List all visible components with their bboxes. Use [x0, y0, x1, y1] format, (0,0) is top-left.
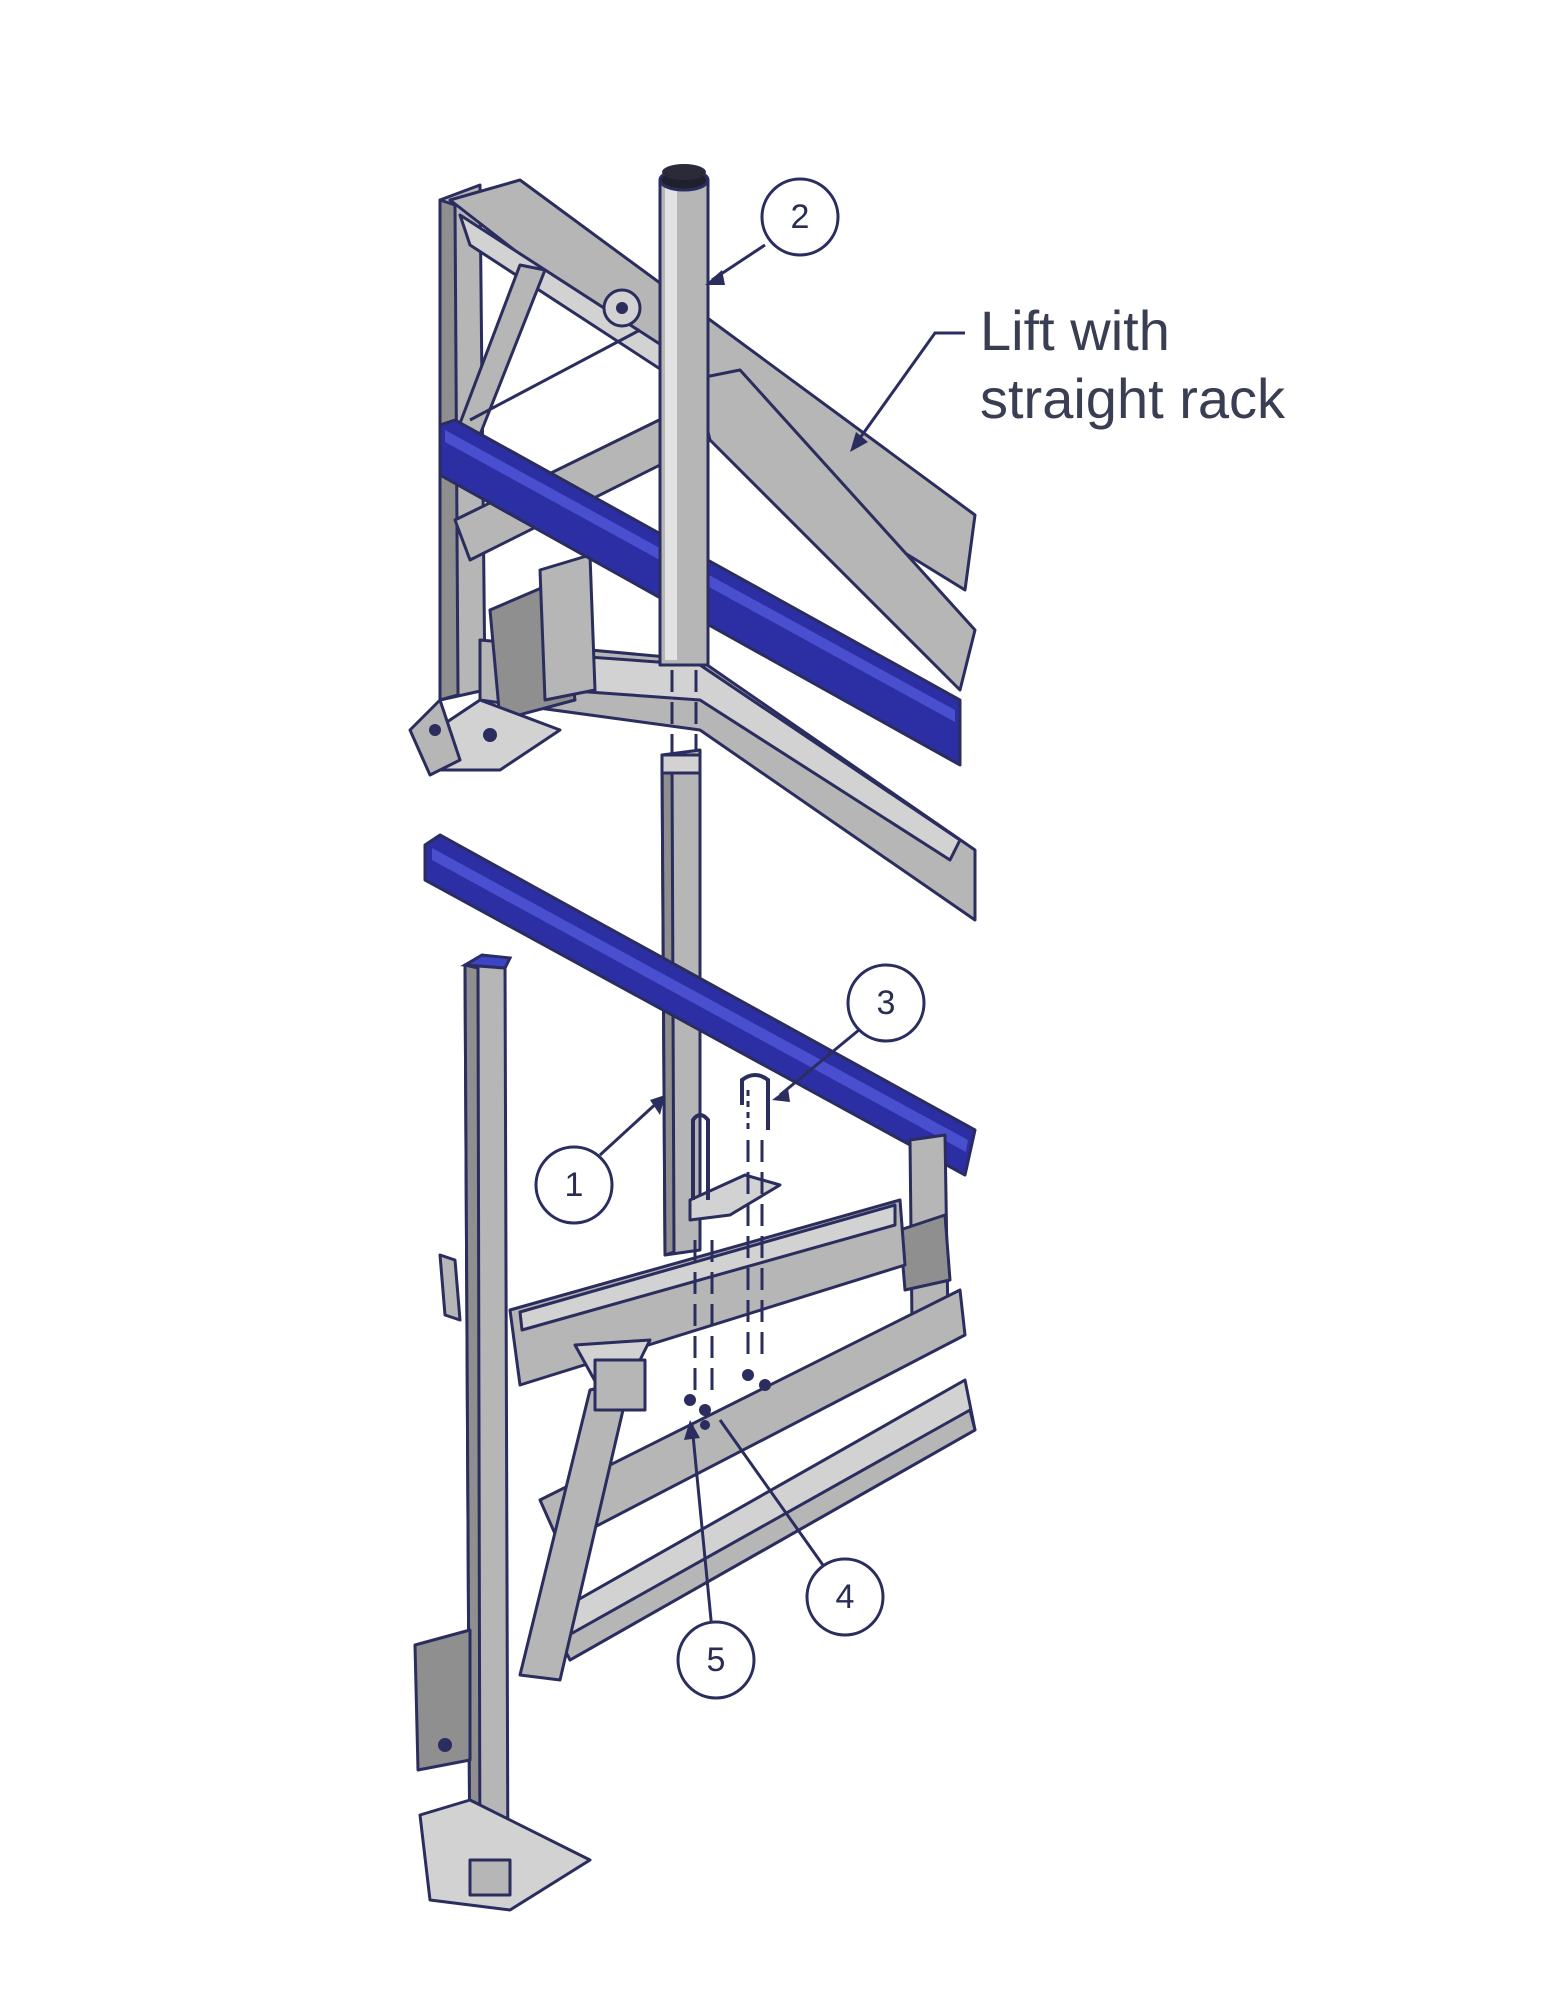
upright-pipe-shine: [665, 185, 677, 660]
leg-clamp-bolt: [438, 1738, 452, 1752]
lower-front-arm: [538, 1288, 967, 1547]
label-line-2: straight rack: [980, 367, 1286, 430]
upper-cable: [469, 328, 641, 422]
callout-leaders: [598, 243, 965, 1631]
leader-4: [718, 1419, 832, 1576]
lower-left-end-bracket: [438, 1253, 462, 1322]
label-line-1: Lift with: [980, 299, 1170, 362]
u-bolt-left: [691, 1113, 710, 1200]
leader-5: [690, 1424, 714, 1631]
lower-right-post-clamp: [898, 1213, 952, 1292]
upper-winch-bracket: [538, 553, 597, 702]
lower-corner-block: [593, 1358, 647, 1412]
leg-foot-pad: [418, 1798, 592, 1912]
callout-5-number: 5: [707, 1641, 726, 1679]
leg-foot-socket: [468, 1858, 512, 1897]
callout-2-number: 2: [791, 198, 810, 236]
leader-1-arrow: [650, 1095, 665, 1115]
upright-pipe: [658, 164, 710, 760]
leader-label-arrow: [850, 432, 868, 452]
lower-blue-bunk-highlight: [432, 848, 968, 1152]
lift-leg: [413, 953, 592, 1912]
leg-clamp-housing: [413, 1628, 472, 1772]
leader-label: [853, 331, 965, 446]
nuts-washers: [684, 1369, 771, 1430]
leader-3: [779, 1023, 866, 1097]
upper-foot-bolt: [429, 724, 441, 736]
leader-3-arrow: [772, 1088, 790, 1102]
upper-foot-gusset: [408, 698, 462, 777]
lower-cross-beam-top: [518, 1203, 897, 1332]
center-post-top-collar: [660, 753, 702, 775]
callout-3-number: 3: [877, 984, 896, 1022]
callout-1-number: 1: [565, 1166, 584, 1204]
pipe-cap-top: [662, 164, 706, 180]
pulley-hub: [616, 302, 628, 314]
leader-2-arrow: [705, 270, 725, 285]
leg-cap: [460, 953, 513, 970]
lower-bunk: [423, 833, 977, 1177]
post-base-plate: [688, 1173, 782, 1222]
callout-bubble-2: 2: [760, 177, 840, 257]
lower-frame: [438, 1073, 977, 1682]
callout-4-number: 4: [836, 1578, 855, 1616]
callout-bubble-5: 5: [676, 1620, 756, 1700]
u-bolt-right: [740, 1073, 770, 1130]
callout-bubble-4: 4: [805, 1557, 885, 1637]
leader-1: [598, 1098, 662, 1157]
leader-5-arrow: [684, 1420, 700, 1440]
lower-rear-arm-shade: [558, 1408, 977, 1662]
callout-bubble-3: 3: [846, 963, 926, 1043]
upper-winch-bolt: [483, 728, 497, 742]
callout-bubble-1: 1: [534, 1145, 614, 1225]
